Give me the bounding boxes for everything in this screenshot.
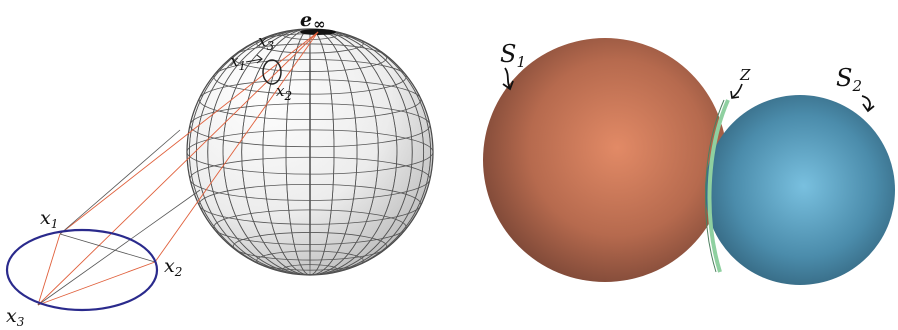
s1-label: S1 xyxy=(500,40,526,71)
sphere-point-x2-label: x2 xyxy=(276,82,292,103)
plane-circle xyxy=(5,228,159,312)
pole-label: e∞ xyxy=(300,9,326,33)
right-panel: S1 Z S2 xyxy=(483,38,895,285)
plane-point-x2-label: x2 xyxy=(164,255,182,279)
longitude-line xyxy=(188,29,432,275)
left-panel: e∞ x3 x1 x2 x1 x2 x3 xyxy=(5,9,434,329)
latitude-line xyxy=(213,209,407,245)
latitude-line xyxy=(232,232,388,261)
latitude-line xyxy=(198,183,422,225)
z-label: Z xyxy=(739,66,751,84)
z-arrow xyxy=(731,83,743,99)
longitude-line xyxy=(309,29,311,275)
longitude-line xyxy=(222,29,398,275)
sphere-circle xyxy=(262,59,282,85)
sphere-point-x3-label: x3 xyxy=(258,32,274,53)
latitude-line xyxy=(187,129,433,175)
longitude-line xyxy=(195,29,425,275)
intersection-circle xyxy=(707,99,730,273)
latitude-line xyxy=(213,59,407,95)
longitude-line xyxy=(285,29,335,275)
plane-point-x1-label: x1 xyxy=(40,207,58,231)
latitude-line xyxy=(198,79,422,121)
arrow-marker xyxy=(245,54,263,64)
sphere-s2 xyxy=(705,95,895,285)
s1-arrow xyxy=(504,67,511,89)
z-arrowhead xyxy=(730,90,740,99)
latitude-line xyxy=(282,264,338,275)
sphere-s1 xyxy=(483,38,727,282)
projection-lines xyxy=(37,31,319,306)
longitude-line xyxy=(241,29,379,275)
longitude-line xyxy=(207,29,413,275)
sphere-point-x1-label: x1 xyxy=(230,52,246,73)
intersection-edge xyxy=(705,99,725,273)
plane-point-x3-label: x3 xyxy=(6,305,25,329)
s2-arrowhead xyxy=(862,103,875,113)
longitude-line xyxy=(262,29,358,275)
s2-label: S2 xyxy=(836,64,862,95)
s1-arrowhead xyxy=(502,80,514,91)
chord-lines xyxy=(37,129,201,306)
s2-arrow xyxy=(861,95,871,111)
